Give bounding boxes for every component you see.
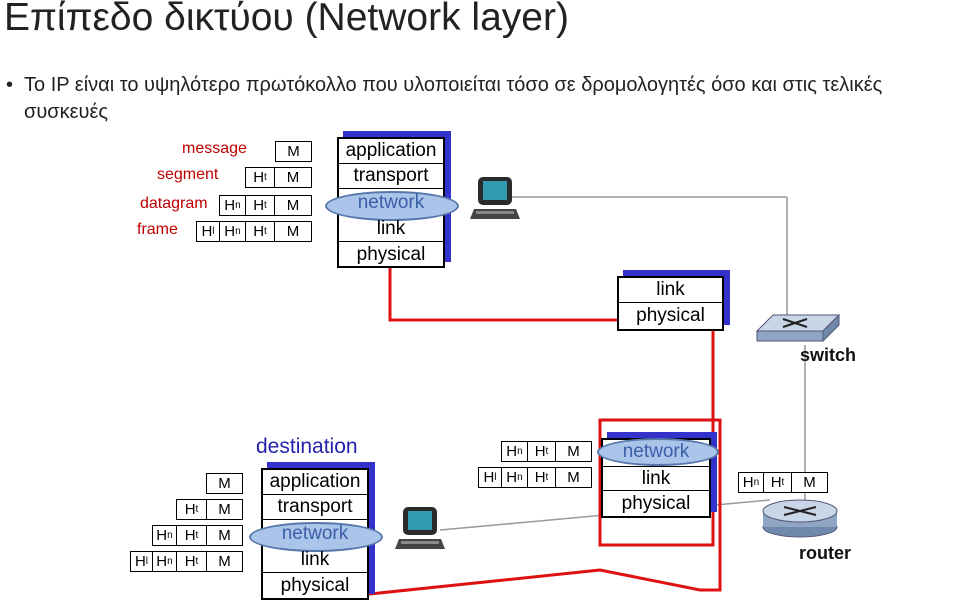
- bullet-text: Το IP είναι το υψηλότερο πρωτόκολλο που …: [24, 74, 883, 123]
- switch-layer-physical: physical: [636, 305, 705, 326]
- src-layer-application: application: [339, 139, 443, 164]
- page-title: Επίπεδο δικτύου (Network layer): [4, 0, 569, 39]
- hdr-message-M: M: [275, 141, 312, 162]
- src-layer-link: link: [339, 217, 443, 242]
- label-frame: frame: [137, 221, 178, 238]
- computer-icon: [470, 177, 520, 219]
- dst-hdr-2-M: M: [206, 499, 243, 520]
- hdr-segment-M: M: [274, 167, 312, 188]
- dst-layer-link: link: [263, 548, 367, 573]
- rtr-out-hdr-M: M: [791, 472, 828, 493]
- dst-layer-application: application: [263, 470, 367, 495]
- label-message: message: [182, 140, 247, 157]
- computer-icon: [395, 507, 445, 549]
- switch-stack: link physical: [617, 270, 730, 331]
- dst-layer-transport: transport: [263, 495, 367, 520]
- label-datagram: datagram: [140, 195, 208, 212]
- dst-layer-network: network: [281, 523, 349, 544]
- hdr-frame-M: M: [274, 221, 312, 242]
- destination-stack: application transport network link physi…: [249, 462, 383, 600]
- src-layer-network: network: [357, 192, 425, 213]
- dest-network-highlight: [249, 522, 383, 552]
- router-icon: [762, 499, 838, 538]
- switch-label: switch: [800, 345, 857, 365]
- rtr-layer-physical: physical: [621, 493, 691, 514]
- router-stack: network link physical: [597, 432, 719, 518]
- dst-hdr-1-M: M: [206, 473, 243, 494]
- dst-hdr-3-M: M: [206, 525, 243, 546]
- rtr-layer-network: network: [622, 441, 690, 462]
- rtr-in-hdr-1-M: M: [555, 441, 592, 462]
- source-stack: application transport network link physi…: [325, 131, 459, 268]
- src-layer-physical: physical: [356, 244, 426, 265]
- router-label: router: [799, 543, 852, 563]
- bullet-dot: •: [6, 74, 14, 96]
- network-highlight: [325, 191, 459, 221]
- hdr-datagram-M: M: [274, 195, 312, 216]
- src-layer-transport: transport: [339, 164, 443, 189]
- switch-icon: [755, 313, 841, 343]
- label-segment: segment: [157, 166, 219, 183]
- router-network-highlight: [597, 438, 719, 466]
- dst-hdr-4-M: M: [206, 551, 243, 572]
- rtr-in-hdr-2-M: M: [555, 467, 592, 488]
- switch-layer-link: link: [619, 278, 722, 303]
- rtr-layer-link: link: [603, 466, 709, 491]
- destination-label: destination: [256, 435, 358, 458]
- dst-layer-physical: physical: [280, 575, 350, 596]
